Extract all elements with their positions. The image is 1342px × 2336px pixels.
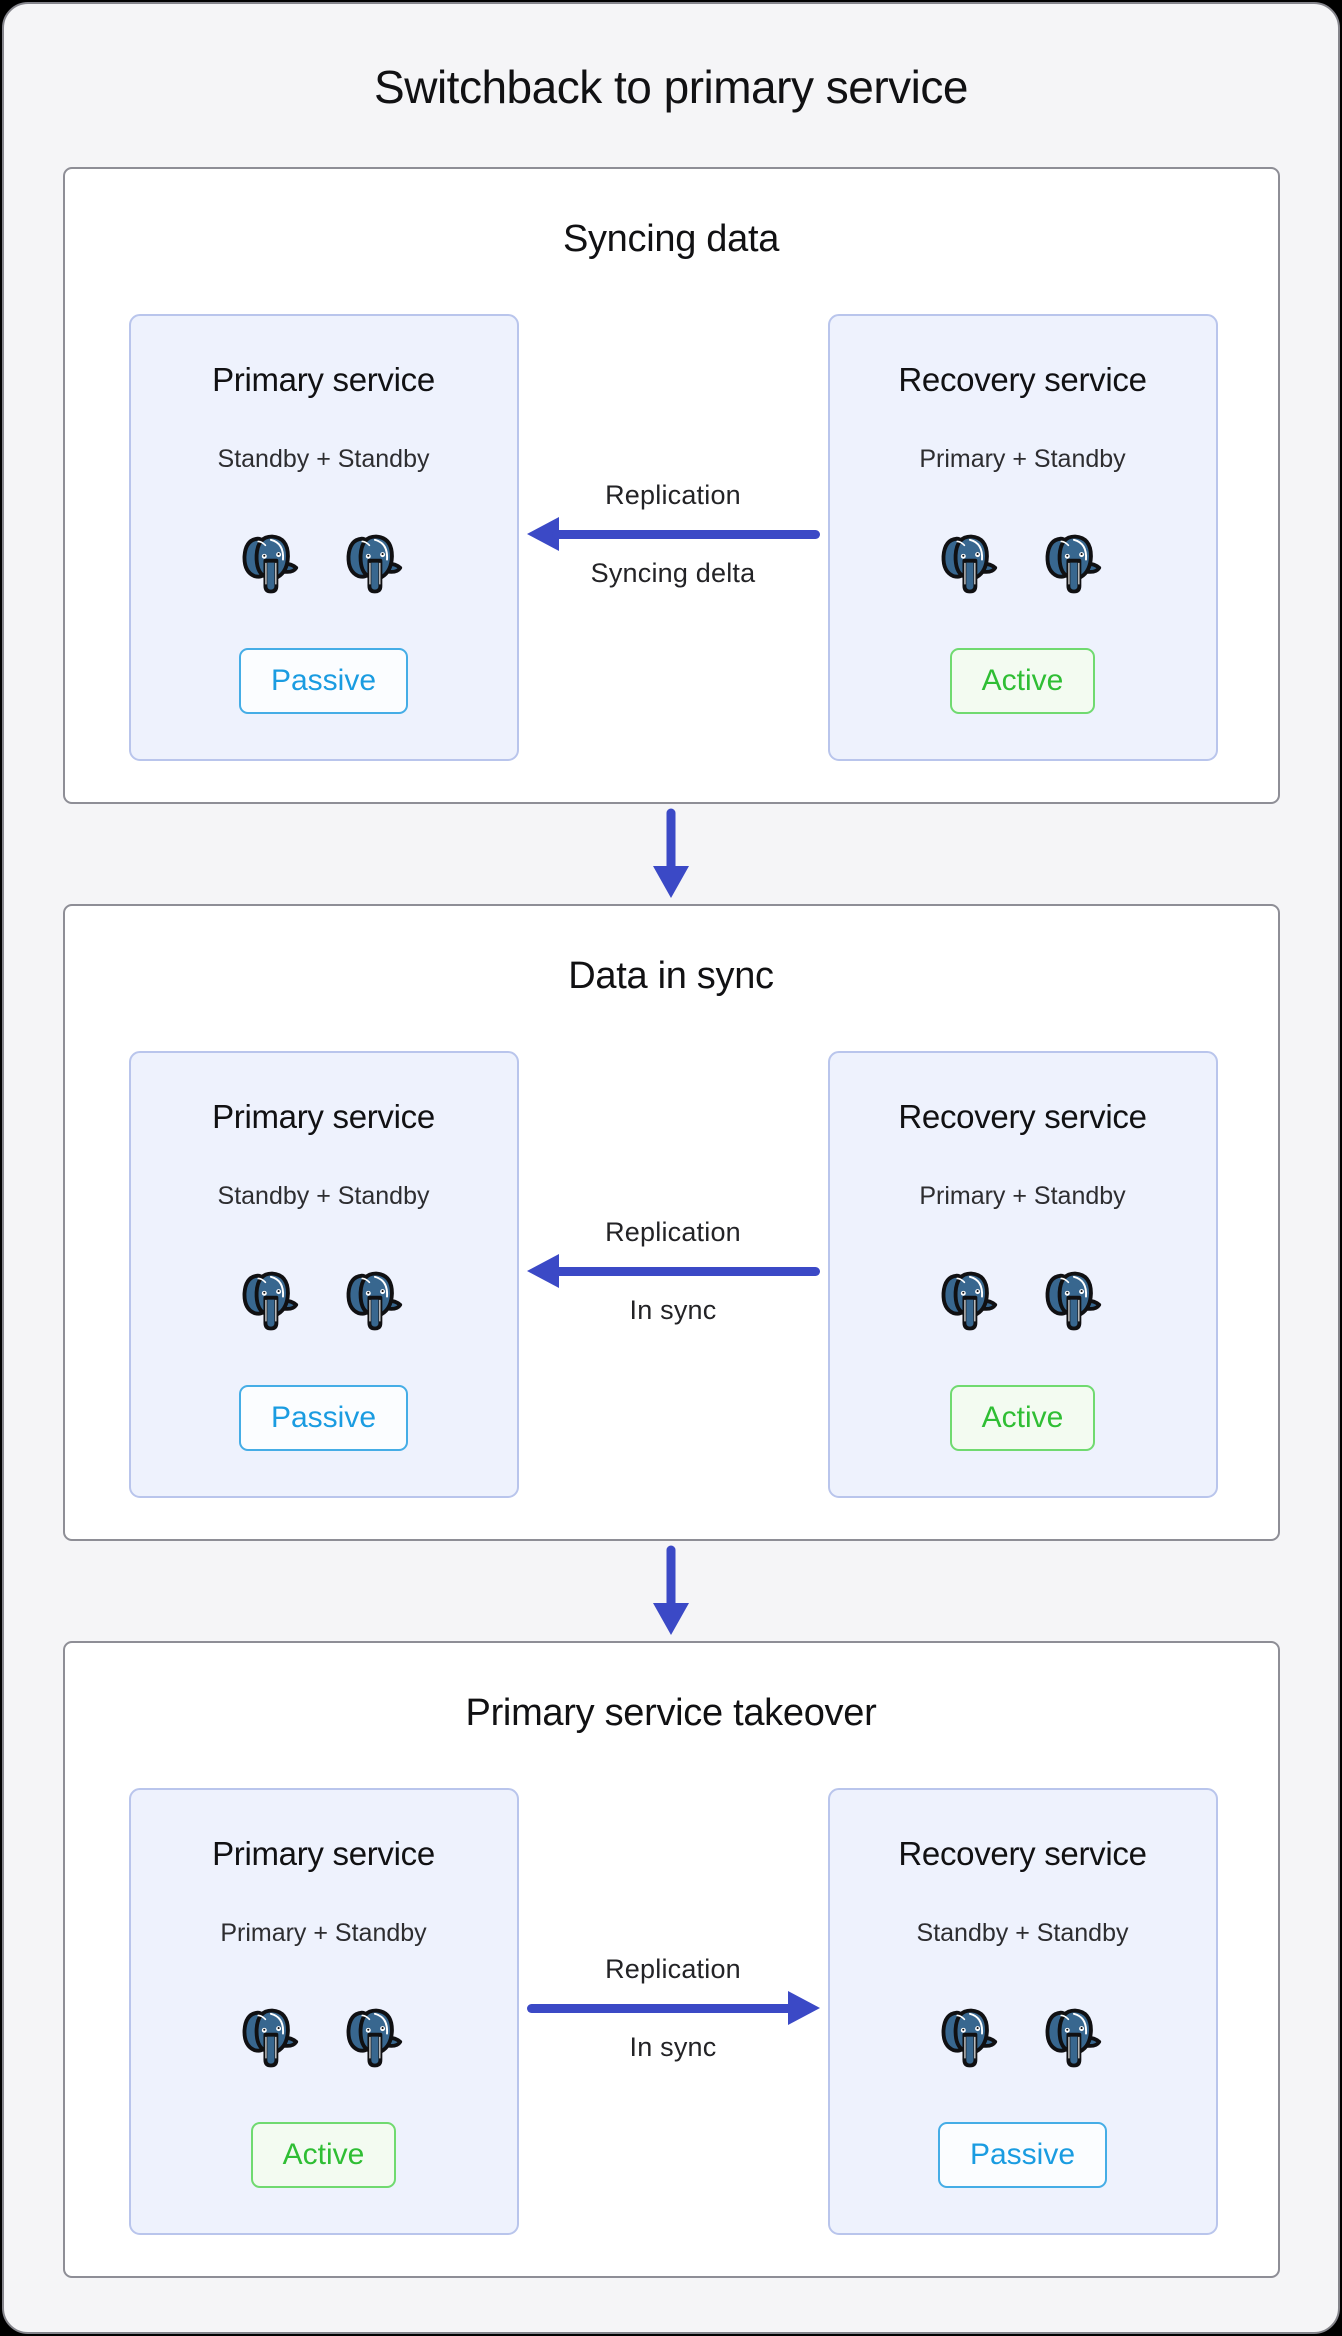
service-card-subtitle: Standby + Standby <box>217 1182 430 1210</box>
postgresql-icon <box>238 2005 306 2071</box>
postgresql-icon <box>937 1268 1005 1334</box>
connector-bottom-label: In sync <box>629 2032 717 2062</box>
stage-syncing-data: Syncing data Primary service Standby + S… <box>62 167 1280 804</box>
status-badge: Active <box>949 648 1096 714</box>
status-badge: Passive <box>937 2122 1108 2188</box>
stage-body: Primary service Standby + Standby Passiv… <box>65 314 1278 761</box>
connector-top-label: Replication <box>605 1217 741 1247</box>
postgresql-icon <box>1041 1268 1109 1334</box>
service-card-subtitle: Standby + Standby <box>916 1919 1129 1947</box>
stage-title: Data in sync <box>568 955 774 997</box>
primary-service-card: Primary service Standby + Standby Passiv… <box>128 314 519 761</box>
service-card-subtitle: Primary + Standby <box>919 1182 1126 1210</box>
database-icons <box>238 2005 410 2071</box>
replication-connector: Replication Syncing delta <box>519 314 828 590</box>
service-card-title: Recovery service <box>898 361 1147 398</box>
connector-bottom-label: In sync <box>629 1295 717 1325</box>
connector-bottom-label: Syncing delta <box>590 558 756 588</box>
recovery-service-card: Recovery service Standby + Standby Passi… <box>827 1788 1218 2235</box>
service-card-title: Recovery service <box>898 1835 1147 1872</box>
postgresql-icon <box>342 1268 410 1334</box>
arrow-left-icon <box>519 1253 828 1289</box>
arrow-shaft <box>551 529 820 539</box>
stage-primary-takeover: Primary service takeover Primary service… <box>62 1641 1280 2278</box>
status-badge: Active <box>949 1385 1096 1451</box>
arrow-down-icon <box>653 1545 689 1635</box>
postgresql-icon <box>342 2005 410 2071</box>
postgresql-icon <box>937 2005 1005 2071</box>
postgresql-icon <box>238 1268 306 1334</box>
stage-flow-row <box>4 804 1338 904</box>
page-title: Switchback to primary service <box>374 61 968 113</box>
replication-connector: Replication In sync <box>519 1788 828 2064</box>
stage-title: Syncing data <box>562 218 780 260</box>
status-badge: Passive <box>238 1385 409 1451</box>
stage-title: Primary service takeover <box>465 1692 877 1734</box>
arrow-left-icon <box>519 516 828 552</box>
service-card-subtitle: Primary + Standby <box>919 445 1126 473</box>
recovery-service-card: Recovery service Primary + Standby Activ… <box>827 314 1218 761</box>
service-card-title: Recovery service <box>898 1098 1147 1135</box>
stage-flow-row <box>4 1541 1338 1641</box>
database-icons <box>238 1268 410 1334</box>
postgresql-icon <box>342 531 410 597</box>
postgresql-icon <box>238 531 306 597</box>
stage-data-in-sync: Data in sync Primary service Standby + S… <box>62 904 1280 1541</box>
postgresql-icon <box>937 531 1005 597</box>
database-icons <box>937 1268 1109 1334</box>
postgresql-icon <box>1041 2005 1109 2071</box>
database-icons <box>238 531 410 597</box>
arrow-head <box>787 1991 820 2025</box>
service-card-title: Primary service <box>212 1835 435 1872</box>
recovery-service-card: Recovery service Primary + Standby Activ… <box>827 1051 1218 1498</box>
stage-body: Primary service Standby + Standby Passiv… <box>65 1051 1278 1498</box>
database-icons <box>937 2005 1109 2071</box>
connector-top-label: Replication <box>605 480 741 510</box>
service-card-subtitle: Standby + Standby <box>217 445 430 473</box>
connector-top-label: Replication <box>605 1954 741 1984</box>
arrow-shaft <box>526 2003 795 2013</box>
status-badge: Passive <box>238 648 409 714</box>
status-badge: Active <box>250 2122 397 2188</box>
replication-connector: Replication In sync <box>519 1051 828 1327</box>
stage-body: Primary service Primary + Standby Active… <box>65 1788 1278 2235</box>
service-card-title: Primary service <box>212 361 435 398</box>
primary-service-card: Primary service Primary + Standby Active <box>128 1788 519 2235</box>
arrow-shaft <box>551 1266 820 1276</box>
service-card-subtitle: Primary + Standby <box>220 1919 427 1947</box>
postgresql-icon <box>1041 531 1109 597</box>
service-card-title: Primary service <box>212 1098 435 1135</box>
primary-service-card: Primary service Standby + Standby Passiv… <box>128 1051 519 1498</box>
arrow-right-icon <box>519 1990 828 2026</box>
database-icons <box>937 531 1109 597</box>
arrow-down-icon <box>653 808 689 898</box>
